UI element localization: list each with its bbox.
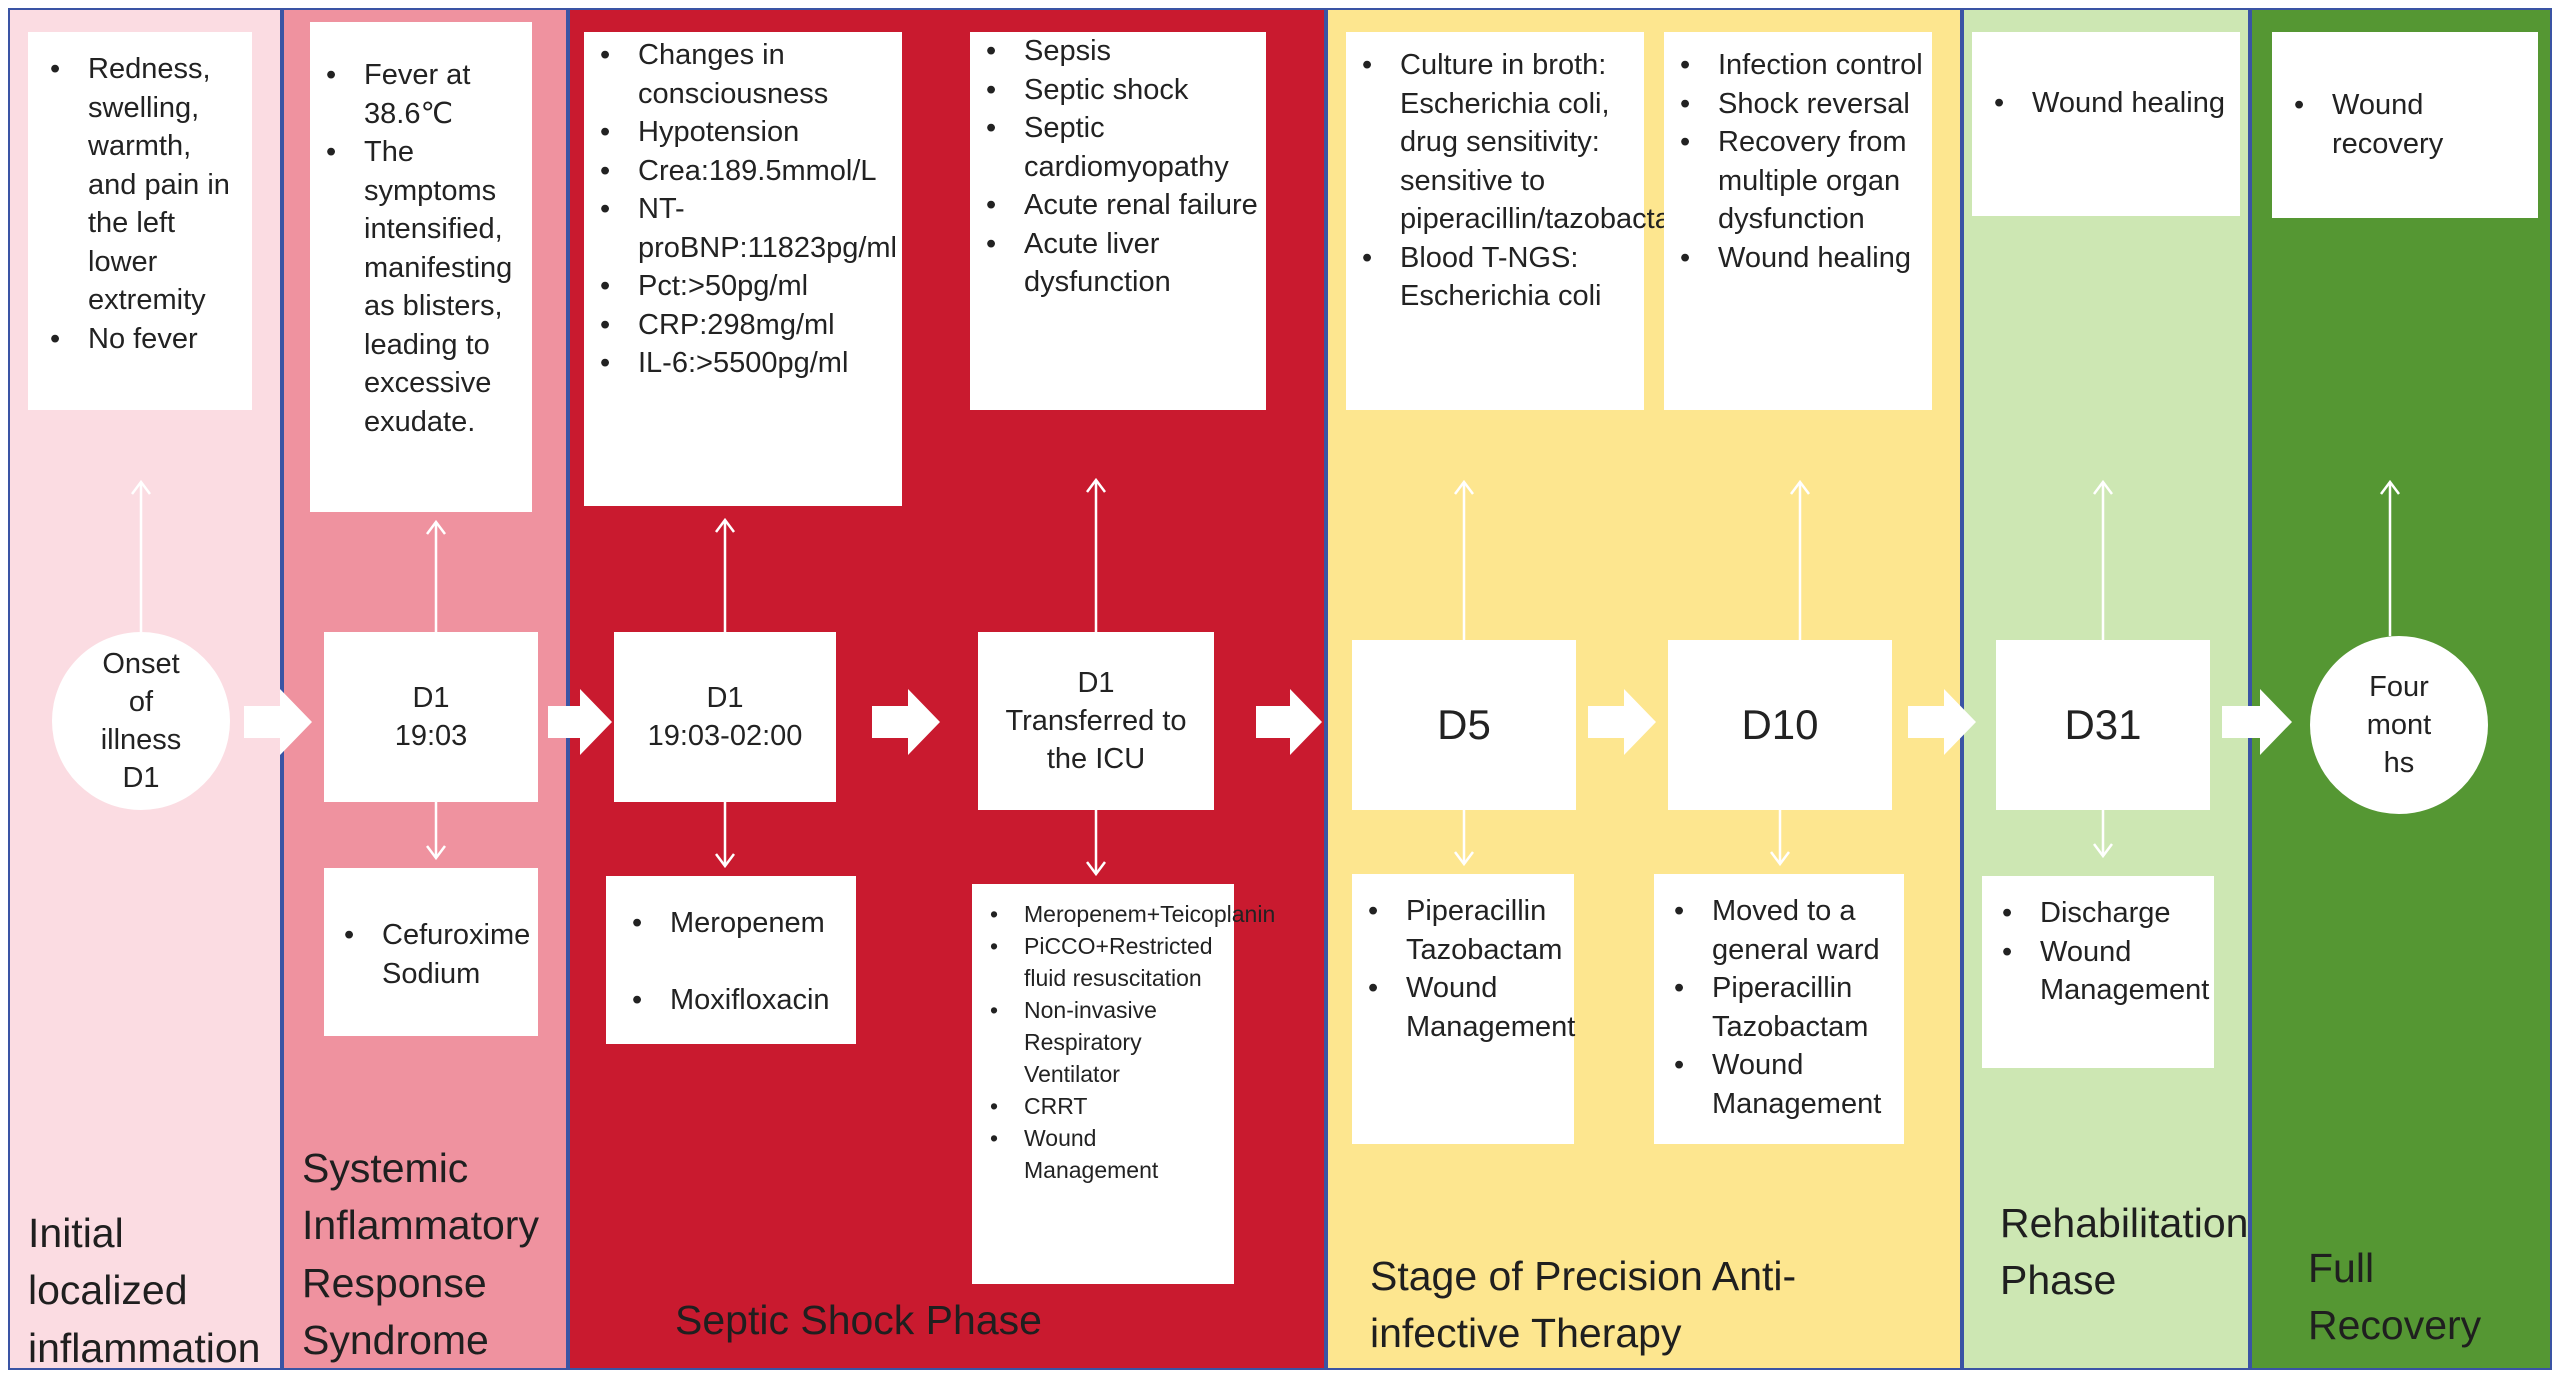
list-item: Septic cardiomyopathy <box>986 109 1258 186</box>
list-item: Meropenem <box>632 904 850 943</box>
list-item: Wound Management <box>1674 1046 1898 1123</box>
list-item: Shock reversal <box>1680 85 1926 124</box>
list-item: Moxifloxacin <box>632 981 850 1020</box>
treatment-box: Moved to a general wardPiperacillin Tazo… <box>1654 874 1904 1144</box>
list-item: Piperacillin Tazobactam <box>1674 969 1898 1046</box>
list-item: Changes in consciousness <box>600 36 894 113</box>
phase-title-full-recovery: Full Recovery <box>2308 1245 2482 1349</box>
list-item: Recovery from multiple organ dysfunction <box>1680 123 1926 239</box>
treatment-box: Piperacillin TazobactamWound Management <box>1352 874 1575 1144</box>
list-item: No fever <box>50 320 244 359</box>
timeline-node-d31: D31 <box>1996 640 2210 810</box>
list-item: Redness, swelling, warmth, and pain in t… <box>50 50 244 320</box>
phase-title-initial: Initial localized inflammation <box>28 1210 261 1371</box>
list-item: Non-invasive Respiratory Ventilator <box>990 994 1228 1090</box>
list-item: Moved to a general ward <box>1674 892 1898 969</box>
treatment-box: DischargeWound Management <box>1982 876 2214 1068</box>
finding-box: Culture in broth: Escherichia coli, drug… <box>1346 32 1695 410</box>
list-item: Blood T-NGS: Escherichia coli <box>1362 239 1638 316</box>
timeline-node-d10: D10 <box>1668 640 1892 810</box>
timeline-node-d5: D5 <box>1352 640 1576 810</box>
phase-title-sirs: Systemic Inflammatory Response Syndrome <box>302 1145 539 1364</box>
treatment-box: MeropenemMoxifloxacin <box>606 876 856 1044</box>
finding-box: Fever at 38.6℃The symptoms intensified, … <box>310 22 532 512</box>
list-item: Pct:>50pg/ml <box>600 267 894 306</box>
finding-box: Changes in consciousnessHypotensionCrea:… <box>584 32 902 506</box>
list-item: Meropenem+Teicoplanin <box>990 898 1275 930</box>
list-item: Wound healing <box>1994 84 2234 123</box>
list-item: Acute liver dysfunction <box>986 225 1258 302</box>
phase-title-rehabilitation: Rehabilitation Phase <box>2000 1200 2249 1304</box>
list-item: Discharge <box>2002 894 2208 933</box>
list-item: PiCCO+Restricted fluid resuscitation <box>990 930 1228 994</box>
list-item: Crea:189.5mmol/L <box>600 152 894 191</box>
list-item: Wound Management <box>1368 969 1575 1046</box>
list-item: IL-6:>5500pg/ml <box>600 344 894 383</box>
list-item: Acute renal failure <box>986 186 1258 225</box>
list-item: Infection control <box>1680 46 1926 85</box>
finding-box: SepsisSeptic shockSeptic cardiomyopathyA… <box>970 32 1266 410</box>
finding-box: Wound recovery <box>2272 32 2538 218</box>
list-item: Wound recovery <box>2294 86 2532 163</box>
list-item: NT-proBNP:11823pg/ml <box>600 190 897 267</box>
list-item: Hypotension <box>600 113 894 152</box>
list-item: Wound healing <box>1680 239 1926 278</box>
finding-box: Redness, swelling, warmth, and pain in t… <box>28 32 252 410</box>
phase-title-precision-therapy: Stage of Precision Anti-infective Therap… <box>1370 1253 1797 1357</box>
finding-box: Infection controlShock reversalRecovery … <box>1664 32 1932 410</box>
list-item: Fever at 38.6℃ <box>326 56 528 133</box>
list-item: Wound Management <box>2002 933 2209 1010</box>
finding-box: Wound healing <box>1972 32 2240 216</box>
list-item: Sepsis <box>986 32 1258 71</box>
list-item: Cefuroxime Sodium <box>344 916 532 993</box>
phase-title-septic-shock: Septic Shock Phase <box>675 1297 1042 1343</box>
list-item: Wound Management <box>990 1122 1228 1186</box>
list-item: The symptoms intensified, manifesting as… <box>326 133 528 441</box>
list-item: Septic shock <box>986 71 1258 110</box>
treatment-box: Meropenem+TeicoplaninPiCCO+Restricted fl… <box>972 884 1275 1284</box>
list-item: CRRT <box>990 1090 1228 1122</box>
list-item: Culture in broth: Escherichia coli, drug… <box>1362 46 1695 239</box>
list-item: CRP:298mg/ml <box>600 306 894 345</box>
treatment-box: Cefuroxime Sodium <box>324 868 538 1036</box>
list-item: Piperacillin Tazobactam <box>1368 892 1568 969</box>
